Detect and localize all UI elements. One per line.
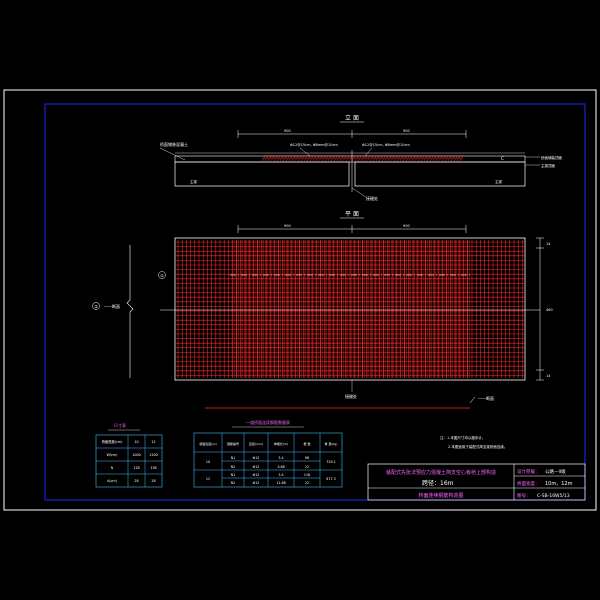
rebar-table-r1-c1: N2 [231, 465, 236, 469]
inner-frame [44, 103, 586, 501]
title-load-value: 公路—II级 [545, 468, 566, 475]
rebar-table-r1-c2: Φ12 [253, 465, 260, 469]
plan-cut-line-left [126, 245, 134, 378]
rebar-table-header-1: 钢筋编号 [227, 441, 239, 446]
plan-right-dim-bottom: 14 [546, 374, 551, 378]
title-span: 跨径：16m [422, 479, 454, 487]
rebar-table-r1-c3: 3.88 [277, 465, 284, 469]
size-table-cell-0-1: 1000 [132, 453, 140, 457]
elevation-joint-leader [351, 187, 367, 198]
rebar-table-r2-c3: 3.4 [278, 473, 283, 477]
plan-right-dim-mid: 460 [546, 308, 553, 312]
elevation-callout-leader-left [299, 147, 311, 157]
size-table: 尺寸表 桥面宽度(cm) 10 12 W(cm) 1000 1200 N 128… [95, 422, 163, 488]
rebar-table-r0-c5: 729.1 [326, 460, 335, 464]
rebar-table-r3-c2: Φ12 [253, 481, 260, 485]
plan-section-mark-b-label: ② [94, 304, 98, 309]
plan-dim-left: 900 [284, 224, 291, 228]
title-drawing-no-value: C-SB-16W5/13 [537, 493, 570, 499]
elevation-beam-left-label: 主梁 [190, 179, 197, 184]
plan-bottom-cut-tick [469, 396, 476, 404]
rebar-table-header-5: 重 量(kg) [325, 441, 338, 446]
notes: 注：1.本图尺寸均以厘米计。 2.本图适用于装配式简支梁桥面连续。 [440, 435, 507, 449]
rebar-table-r0-c4: 98 [305, 456, 309, 460]
title-drawing-name: 桥面连续钢筋构造图 [418, 492, 463, 499]
rebar-table-header-0: 桥面宽度(m) [199, 441, 216, 446]
rebar-table-r3-c3: 11.88 [276, 481, 285, 485]
rebar-table-r2-c1: N1 [231, 473, 236, 477]
plan-view: 平 面 900 900 ① ② 一一断面 14 460 14 [92, 211, 553, 409]
elevation-callout-left: Φ12@15cm, Φ8mm@10cm [290, 143, 338, 147]
elevation-callout-leader-right [364, 147, 373, 157]
elevation-joint-label: 接缝处 [366, 195, 378, 201]
size-table-title: 尺寸表 [114, 422, 126, 428]
rebar-table-width-10: 10 [206, 460, 210, 464]
plan-joint-label: 接缝处 [345, 393, 357, 399]
title-drawing-no-label: 图号： [517, 493, 531, 499]
rebar-table-r0-c3: 3.4 [278, 456, 283, 460]
size-table-header-2: 12 [151, 440, 155, 444]
elevation-view: 立 面 900 900 Φ12@15cm, Φ8mm@10cm Φ12@15cm… [159, 114, 562, 201]
plan-title: 平 面 [345, 211, 359, 218]
rebar-table-r2-c5: 877.3 [326, 477, 335, 481]
elevation-mark-c: C [501, 156, 504, 161]
rebar-table-r2-c4: 118 [304, 473, 310, 477]
elevation-hatch-zone [261, 154, 465, 162]
plan-section-mark-a-label: ① [160, 273, 164, 278]
note-line-1: 注：1.本图尺寸均以厘米计。 [440, 435, 485, 440]
title-block-frame [367, 463, 586, 501]
size-table-cell-0-2: 1200 [149, 453, 157, 457]
rebar-table-r2-c2: Φ12 [253, 473, 260, 477]
rebar-table-header-3: 单根长(m) [274, 441, 288, 446]
rebar-table-r3-c1: N2 [231, 481, 236, 485]
elevation-beam-right [354, 161, 526, 187]
size-table-header-1: 10 [134, 440, 138, 444]
title-load-label: 设计荷载： [517, 468, 540, 475]
elevation-dim-right: 900 [403, 129, 410, 133]
rebar-table-title: 一道桥面连续钢筋数量表 [246, 419, 290, 425]
elevation-beam-right-label: 主梁 [495, 179, 503, 184]
elevation-callout-right: Φ12@15cm, Φ8mm@10cm [362, 143, 410, 147]
title-width-label: 桥面宽度： [517, 480, 540, 487]
size-table-cell-1-0: N [111, 466, 114, 470]
elevation-note-left: 桥面铺装混凝土 [160, 141, 188, 147]
plan-right-dim-top: 14 [546, 242, 551, 246]
rebar-table-r3-c4: 22 [305, 481, 309, 485]
elevation-right-note-2: 主梁顶面 [541, 163, 555, 168]
title-project: 装配式先张法预应力混凝土简支空心板桥上部构造 [386, 469, 496, 476]
plan-rebar-mesh [176, 240, 524, 378]
rebar-table-r1-c4: 22 [305, 465, 309, 469]
plan-cut-label-right: 一一断面 [478, 395, 494, 401]
rebar-table: 一道桥面连续钢筋数量表 桥面宽度(m) 钢筋编号 直径(mm) 单根长(m) 根… [193, 419, 343, 488]
size-table-cell-2-0: A(cm) [107, 479, 117, 483]
rebar-table-width-12: 12 [206, 477, 210, 481]
title-width-value: 10m、12m [545, 481, 573, 487]
plan-cut-label-left: 一一断面 [104, 303, 120, 309]
elevation-dim-left: 900 [284, 129, 291, 133]
plan-slab-outline [174, 237, 526, 381]
elevation-title: 立 面 [345, 114, 359, 122]
size-table-cell-2-2: 28 [151, 479, 155, 483]
outer-frame [3, 89, 597, 511]
size-table-header-0: 桥面宽度(cm) [102, 439, 123, 444]
elevation-paving-layer [174, 155, 526, 163]
note-line-2: 2.本图适用于装配式简支梁桥面连续。 [448, 444, 507, 449]
plan-dim-right: 900 [403, 224, 410, 228]
plan-section-mark-b [92, 302, 100, 310]
rebar-table-r0-c2: Φ12 [253, 456, 260, 460]
size-table-cell-1-1: 128 [133, 466, 139, 470]
elevation-right-note-1: 桥面铺装顶面 [541, 155, 562, 160]
size-table-cell-0-0: W(cm) [107, 453, 118, 457]
rebar-table-header-4: 根 数 [304, 441, 311, 446]
elevation-note-left-leader [159, 147, 186, 161]
title-block: 装配式先张法预应力混凝土简支空心板桥上部构造 跨径：16m 桥面连续钢筋构造图 … [367, 463, 586, 501]
rebar-table-r0-c1: N1 [231, 456, 236, 460]
elevation-beam-left [174, 161, 350, 187]
size-table-cell-2-1: 28 [134, 479, 138, 483]
size-table-cell-1-2: 158 [150, 466, 156, 470]
rebar-table-header-2: 直径(mm) [249, 441, 263, 446]
plan-section-mark-a [158, 271, 166, 279]
